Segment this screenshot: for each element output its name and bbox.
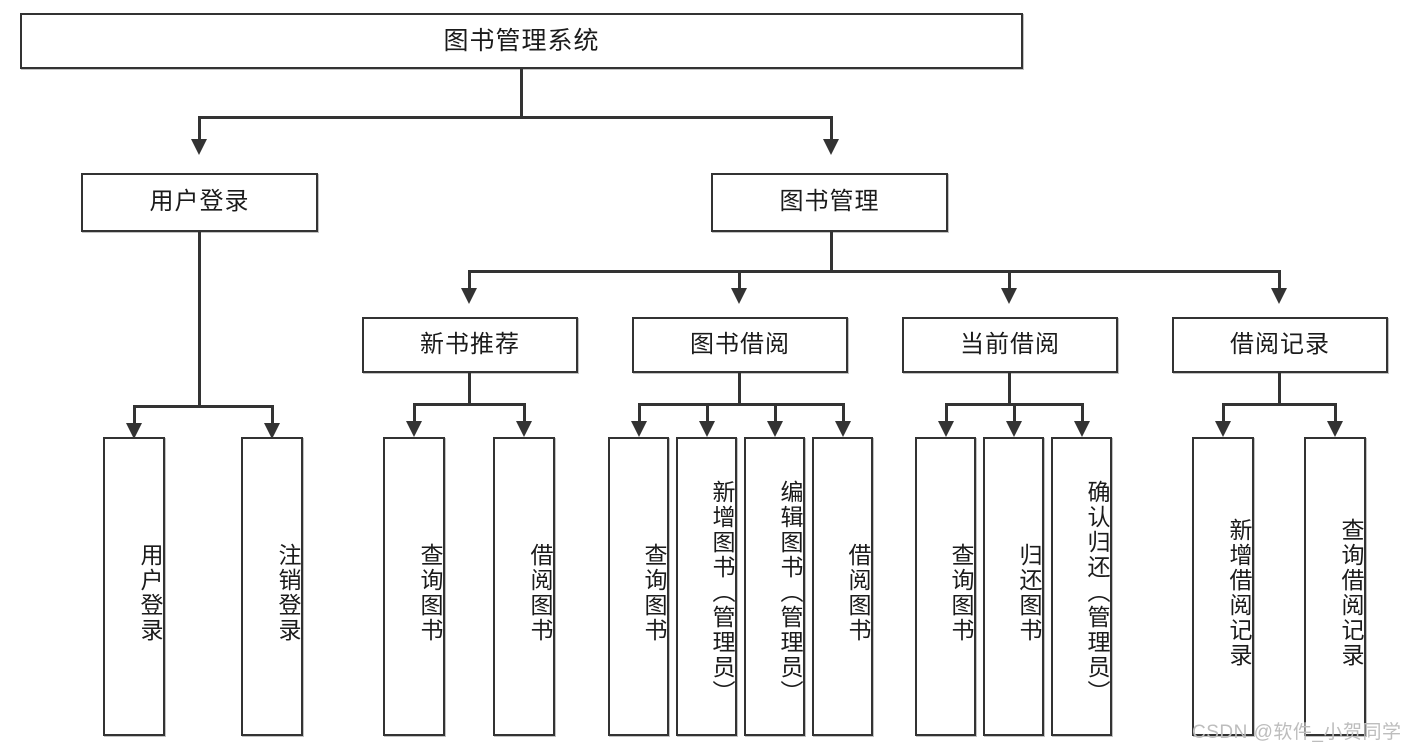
arrowhead-new-book bbox=[461, 288, 477, 304]
connector-to-user-login bbox=[198, 116, 201, 141]
node-label: 新书推荐 bbox=[420, 330, 520, 358]
node-root-system[interactable]: 图书管理系统 bbox=[20, 13, 1023, 69]
arrowhead-book-manage bbox=[823, 139, 839, 155]
arrowhead-new-book-child2 bbox=[516, 421, 532, 437]
leaf-node-user-login-login[interactable]: 用户登录 bbox=[103, 437, 165, 736]
node-book-borrow[interactable]: 图书借阅 bbox=[632, 317, 848, 373]
connector-current-borrow-child3 bbox=[1081, 403, 1084, 425]
leaf-node-book-borrow-edit[interactable]: 编辑图书（管理员） bbox=[744, 437, 805, 736]
connector-book-borrow-child4 bbox=[842, 403, 845, 425]
node-label: 查询图书 bbox=[417, 542, 443, 643]
arrowhead-current-borrow bbox=[1001, 288, 1017, 304]
connector-borrow-record-bus bbox=[1222, 403, 1334, 406]
leaf-node-borrow-record-query[interactable]: 查询借阅记录 bbox=[1304, 437, 1366, 736]
arrowhead-current-borrow-child3 bbox=[1074, 421, 1090, 437]
leaf-node-user-login-logout[interactable]: 注销登录 bbox=[241, 437, 303, 736]
connector-borrow-record-stem bbox=[1278, 373, 1281, 405]
connector-current-borrow-child2 bbox=[1013, 403, 1016, 425]
leaf-node-new-book-borrow[interactable]: 借阅图书 bbox=[493, 437, 555, 736]
connector-root-stem bbox=[520, 69, 523, 117]
connector-new-book-bus bbox=[413, 403, 523, 406]
connector-book-manage-stem bbox=[830, 232, 833, 272]
connector-current-borrow-child1 bbox=[945, 403, 948, 425]
connector-level2-bus bbox=[198, 116, 832, 119]
arrowhead-book-borrow bbox=[731, 288, 747, 304]
arrowhead-borrow-record-child1 bbox=[1215, 421, 1231, 437]
node-label: 借阅记录 bbox=[1230, 330, 1330, 358]
node-label: 查询借阅记录 bbox=[1338, 517, 1364, 668]
node-label: 图书管理 bbox=[779, 188, 880, 216]
connector-new-book-stem bbox=[468, 373, 471, 405]
node-label: 图书管理系统 bbox=[443, 27, 600, 55]
leaf-node-current-borrow-return[interactable]: 归还图书 bbox=[983, 437, 1044, 736]
arrowhead-current-borrow-child2 bbox=[1006, 421, 1022, 437]
node-label: 编辑图书（管理员） bbox=[777, 480, 803, 705]
node-label: 确认归还（管理员） bbox=[1084, 480, 1110, 705]
arrowhead-user-login bbox=[191, 139, 207, 155]
connector-user-login-bus bbox=[133, 405, 271, 408]
node-label: 当前借阅 bbox=[960, 330, 1060, 358]
connector-book-borrow-child1 bbox=[638, 403, 641, 425]
connector-current-borrow-stem bbox=[1008, 373, 1011, 405]
connector-user-login-stem bbox=[198, 232, 201, 407]
connector-to-book-manage bbox=[830, 116, 833, 141]
arrowhead-current-borrow-child1 bbox=[938, 421, 954, 437]
leaf-node-current-borrow-query[interactable]: 查询图书 bbox=[915, 437, 976, 736]
connector-to-borrow-record bbox=[1278, 270, 1281, 292]
node-label: 查询图书 bbox=[948, 542, 974, 643]
node-user-login[interactable]: 用户登录 bbox=[81, 173, 318, 232]
node-label: 用户登录 bbox=[137, 542, 163, 643]
node-label: 新增借阅记录 bbox=[1226, 517, 1252, 668]
node-label: 新增图书（管理员） bbox=[709, 480, 735, 705]
connector-book-borrow-child2 bbox=[706, 403, 709, 425]
arrowhead-new-book-child1 bbox=[406, 421, 422, 437]
leaf-node-current-borrow-confirm[interactable]: 确认归还（管理员） bbox=[1051, 437, 1112, 736]
connector-borrow-record-child1 bbox=[1222, 403, 1225, 425]
watermark-text: CSDN @软件_小贺同学 bbox=[1192, 722, 1402, 743]
leaf-node-book-borrow-query[interactable]: 查询图书 bbox=[608, 437, 669, 736]
connector-borrow-record-child2 bbox=[1334, 403, 1337, 425]
node-book-manage[interactable]: 图书管理 bbox=[711, 173, 948, 232]
node-label: 用户登录 bbox=[149, 188, 250, 216]
connector-book-borrow-child3 bbox=[774, 403, 777, 425]
connector-to-book-borrow bbox=[738, 270, 741, 292]
node-new-book-recommend[interactable]: 新书推荐 bbox=[362, 317, 578, 373]
connector-user-login-child1 bbox=[133, 405, 136, 427]
arrowhead-borrow-record-child2 bbox=[1327, 421, 1343, 437]
node-label: 查询图书 bbox=[641, 542, 667, 643]
leaf-node-new-book-query[interactable]: 查询图书 bbox=[383, 437, 445, 736]
node-current-borrow[interactable]: 当前借阅 bbox=[902, 317, 1118, 373]
arrowhead-book-borrow-child1 bbox=[631, 421, 647, 437]
arrowhead-user-login-child1 bbox=[126, 423, 142, 439]
arrowhead-book-borrow-child4 bbox=[835, 421, 851, 437]
node-label: 归还图书 bbox=[1016, 542, 1042, 643]
arrowhead-book-borrow-child3 bbox=[767, 421, 783, 437]
connector-new-book-child2 bbox=[523, 403, 526, 425]
arrowhead-borrow-record bbox=[1271, 288, 1287, 304]
connector-to-current-borrow bbox=[1008, 270, 1011, 292]
node-label: 借阅图书 bbox=[527, 542, 553, 643]
arrowhead-book-borrow-child2 bbox=[699, 421, 715, 437]
connector-user-login-child2 bbox=[271, 405, 274, 427]
connector-to-new-book bbox=[468, 270, 471, 292]
leaf-node-book-borrow-borrow[interactable]: 借阅图书 bbox=[812, 437, 873, 736]
node-label: 借阅图书 bbox=[845, 542, 871, 643]
connector-level3-bus bbox=[468, 270, 1280, 273]
connector-book-borrow-stem bbox=[738, 373, 741, 405]
leaf-node-borrow-record-add[interactable]: 新增借阅记录 bbox=[1192, 437, 1254, 736]
leaf-node-book-borrow-add[interactable]: 新增图书（管理员） bbox=[676, 437, 737, 736]
connector-book-borrow-bus bbox=[638, 403, 842, 406]
connector-new-book-child1 bbox=[413, 403, 416, 425]
arrowhead-user-login-child2 bbox=[264, 423, 280, 439]
node-borrow-record[interactable]: 借阅记录 bbox=[1172, 317, 1388, 373]
node-label: 图书借阅 bbox=[690, 330, 790, 358]
node-label: 注销登录 bbox=[275, 542, 301, 643]
